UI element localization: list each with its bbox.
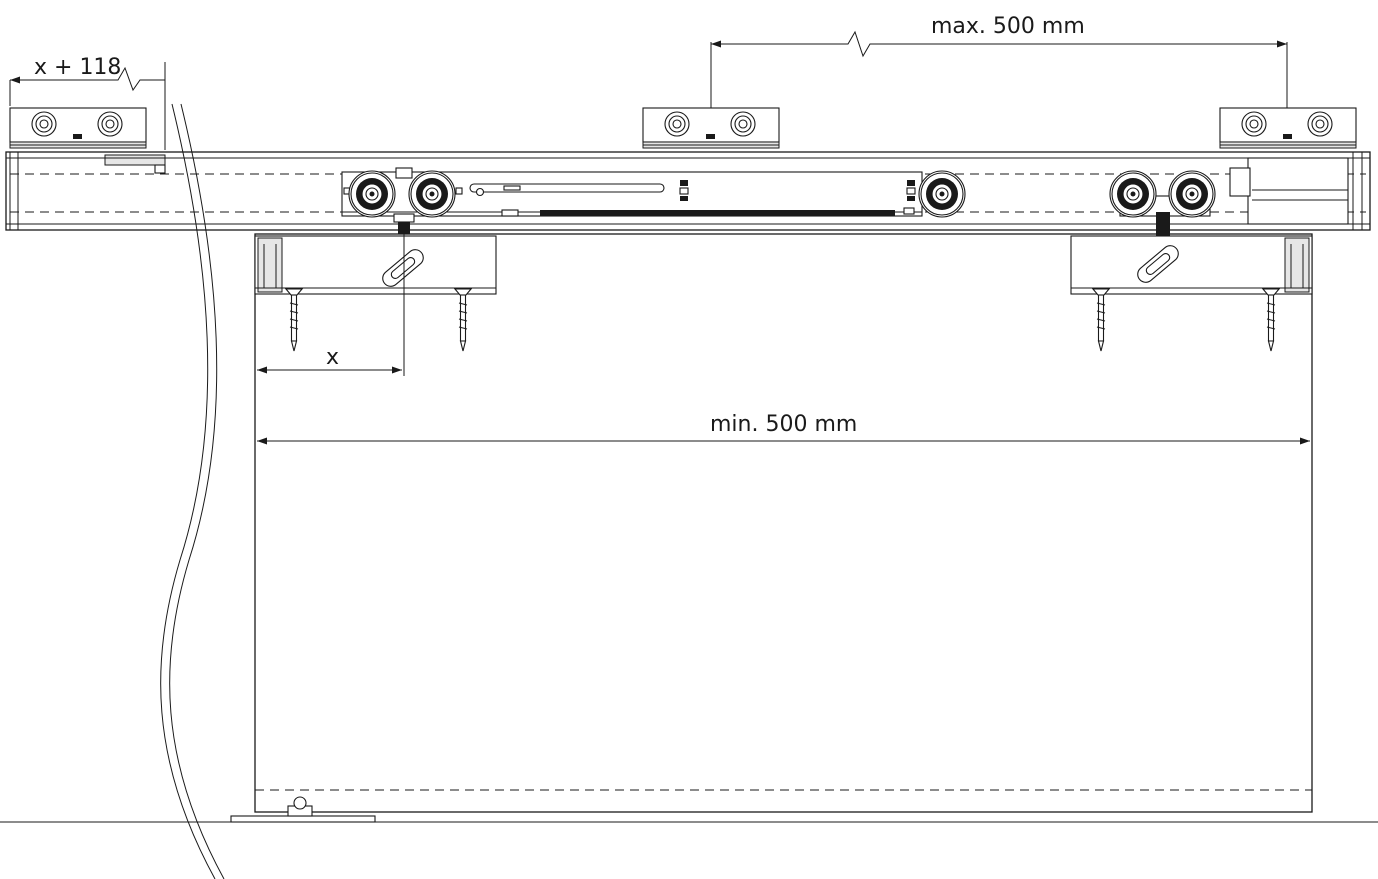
trolley-right <box>1109 170 1216 236</box>
dimension-offset-label: x + 118 <box>34 55 121 80</box>
rail-end-cap <box>1229 157 1349 225</box>
ceiling-bracket-middle <box>642 107 780 149</box>
dimension-min: min. 500 mm <box>257 412 1310 445</box>
door-leaf <box>254 233 1313 813</box>
dimension-max-label: max. 500 mm <box>931 14 1085 39</box>
door-clamp-left <box>254 235 497 352</box>
wall-break-line <box>160 103 225 879</box>
dimension-min-label: min. 500 mm <box>710 412 857 437</box>
dimension-x-label: x <box>326 345 339 370</box>
end-stop <box>104 154 166 174</box>
trolley-damper-unit <box>341 167 966 234</box>
door-clamp-right <box>1070 235 1313 352</box>
ceiling-bracket-right <box>1219 107 1357 149</box>
floor-guide <box>0 796 1378 823</box>
dimension-offset: x + 118 <box>9 55 166 150</box>
dimension-max: max. 500 mm <box>710 14 1288 108</box>
ceiling-bracket-left <box>9 107 147 149</box>
dimension-x: x <box>257 234 405 376</box>
